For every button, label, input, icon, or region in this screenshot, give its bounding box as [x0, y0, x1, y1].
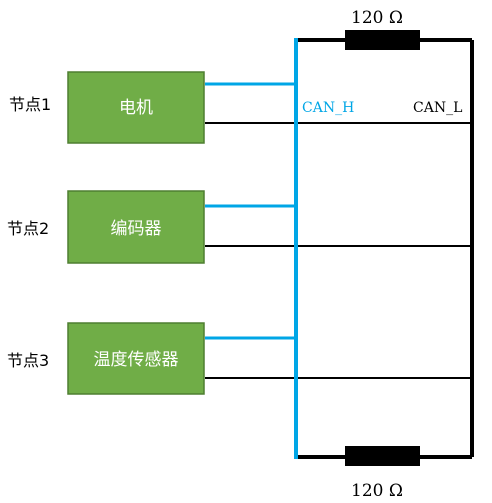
device-label: 温度传感器: [94, 350, 179, 370]
node-3: 节点3 温度传感器: [7, 322, 205, 395]
terminator-bottom: 120 Ω: [345, 446, 420, 501]
can-h-label: CAN_H: [302, 100, 354, 116]
node-2: 节点2 编码器: [7, 190, 205, 264]
terminator-top: 120 Ω: [345, 8, 420, 50]
node-1: 节点1 电机: [9, 71, 205, 144]
device-box: [67, 71, 205, 144]
device-box: [67, 190, 205, 264]
device-label: 电机: [119, 98, 153, 118]
resistor-top: [345, 30, 420, 50]
node-label: 节点3: [7, 351, 49, 370]
resistor-bottom: [345, 446, 420, 466]
node-label: 节点1: [9, 95, 51, 114]
can-l-label: CAN_L: [413, 100, 462, 116]
device-label: 编码器: [111, 219, 162, 239]
can-h-bus: [205, 38, 298, 459]
resistor-bottom-label: 120 Ω: [351, 481, 403, 501]
device-box: [67, 322, 205, 395]
resistor-top-label: 120 Ω: [351, 8, 403, 28]
node-label: 节点2: [7, 219, 49, 238]
